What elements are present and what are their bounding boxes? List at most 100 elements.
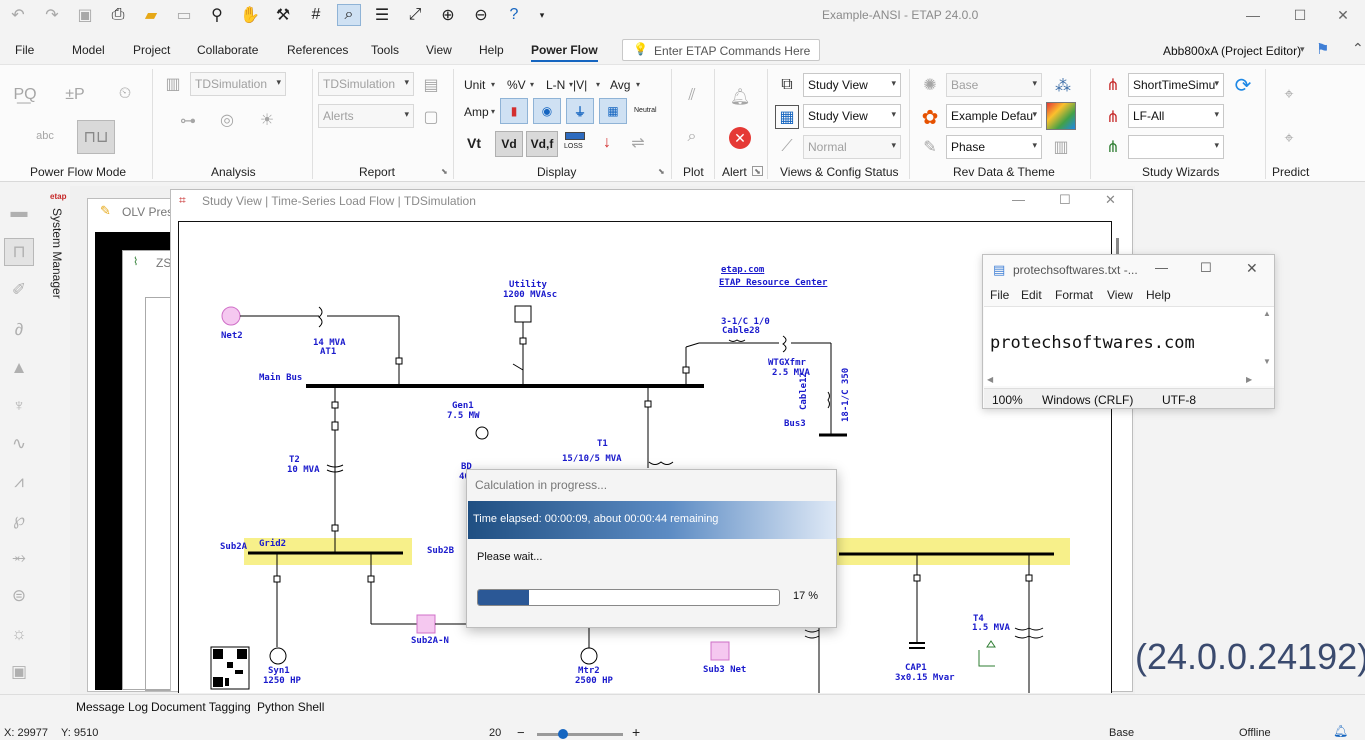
sub2a-n-label[interactable]: Sub2A-N xyxy=(411,636,449,646)
ribbon-collapse-icon[interactable]: ⌃ xyxy=(1352,40,1364,56)
t1-label[interactable]: T1 xyxy=(597,439,608,449)
rev-data-icon[interactable]: ✺ xyxy=(923,77,937,94)
notepad-menu-view[interactable]: View xyxy=(1107,288,1133,302)
dock-renewable-icon[interactable]: ☼ xyxy=(11,624,27,643)
notepad-menu-format[interactable]: Format xyxy=(1055,288,1094,302)
theme-combo[interactable]: Example Defau▾ xyxy=(946,104,1042,128)
tab-document-tagging[interactable]: Document Tagging xyxy=(151,700,251,714)
t1-mva-label[interactable]: 15/10/5 MVA xyxy=(562,454,622,464)
notepad-menu-edit[interactable]: Edit xyxy=(1021,288,1042,302)
theme-pencil-icon[interactable]: ✎ xyxy=(923,139,937,156)
report-manager-icon[interactable]: ▤ xyxy=(423,77,439,94)
display-ln[interactable]: L-N xyxy=(546,78,566,92)
study-view-combo-2[interactable]: Study View▾ xyxy=(803,104,901,128)
display-neutral[interactable]: Neutral xyxy=(634,107,657,114)
open-folder-icon[interactable]: ▭ xyxy=(176,7,192,24)
refresh-icon[interactable]: ⟳ xyxy=(1234,74,1252,97)
analysis-network-icon[interactable]: ⊶ xyxy=(180,113,196,130)
flow-arrow-icon[interactable]: ↓ xyxy=(603,134,611,151)
analysis-study-case-combo[interactable]: TDSimulation▾ xyxy=(190,72,286,96)
display-dialog-launcher-icon[interactable]: ⬊ xyxy=(658,167,665,176)
display-lines-icon[interactable]: ⇌ xyxy=(631,135,645,152)
revision-base-combo[interactable]: Base▾ xyxy=(946,73,1042,97)
display-percent-v[interactable]: %V xyxy=(507,78,526,92)
syn1-hp-label[interactable]: 1250 HP xyxy=(263,676,301,686)
zoom-select-icon[interactable]: ⌕ xyxy=(337,4,361,26)
cable12-label[interactable]: Cable12 xyxy=(799,372,809,410)
sv-minimize-button[interactable]: — xyxy=(1012,192,1025,207)
report-alerts-combo[interactable]: Alerts▾ xyxy=(318,104,414,128)
zoom-slider-thumb[interactable] xyxy=(557,729,568,739)
pan-hand-icon[interactable]: ✋ xyxy=(240,7,260,24)
notepad-editor[interactable]: protechsoftwares.com ▲ ▼ ◀ ▶ xyxy=(984,306,1274,386)
new-folder-icon[interactable]: ▰ xyxy=(144,7,158,24)
gen1-label[interactable]: Gen1 xyxy=(452,401,474,411)
sv-scrollbar-thumb[interactable] xyxy=(1116,238,1119,258)
save-icon[interactable]: ▣ xyxy=(77,7,93,24)
help-cursor-icon[interactable]: ? xyxy=(509,6,519,23)
utility-mvasc-label[interactable]: 1200 MVAsc xyxy=(503,290,558,300)
analysis-run-icon[interactable]: ◎ xyxy=(220,112,234,129)
sub2b-label[interactable]: Sub2B xyxy=(427,546,455,556)
mtr2-label[interactable]: Mtr2 xyxy=(578,666,600,676)
display-unit[interactable]: Unit xyxy=(464,78,486,92)
wizard-tree-icon[interactable]: ⋔ xyxy=(1106,109,1120,126)
menu-collaborate[interactable]: Collaborate xyxy=(197,43,259,57)
calculation-progress-dialog[interactable]: Calculation in progress... Time elapsed:… xyxy=(466,469,837,628)
report-study-case-combo[interactable]: TDSimulation▾ xyxy=(318,72,414,96)
display-vt[interactable]: Vt xyxy=(467,135,481,151)
grid2-label[interactable]: Grid2 xyxy=(259,539,287,549)
menu-file[interactable]: File xyxy=(15,43,35,57)
zoom-in-button[interactable]: + xyxy=(632,724,641,740)
lf-wizard-combo[interactable]: LF-All▾ xyxy=(1128,104,1224,128)
plus-p-icon[interactable]: ±P xyxy=(65,86,85,103)
bus3-label[interactable]: Bus3 xyxy=(784,419,806,429)
cap1-label[interactable]: CAP1 xyxy=(905,663,927,673)
phase-columns-icon[interactable]: ▥ xyxy=(1053,139,1069,156)
display-abs-v-dropdown-icon[interactable]: ▾ xyxy=(596,80,601,89)
sub3-net-label[interactable]: Sub3 Net xyxy=(703,665,747,675)
predict-settings-icon[interactable]: ⌖ xyxy=(1284,130,1294,147)
user-role-label[interactable]: Abb800xA (Project Editor) xyxy=(1163,44,1302,58)
notepad-menu-file[interactable]: File xyxy=(990,288,1010,302)
dock-controller-icon[interactable]: ▣ xyxy=(10,662,28,681)
notepad-scroll-down-icon[interactable]: ▼ xyxy=(1263,357,1271,366)
sv-close-button[interactable]: ✕ xyxy=(1105,192,1116,207)
menu-references[interactable]: References xyxy=(287,43,349,57)
alert-bell-icon[interactable]: 🔔︎ xyxy=(729,89,751,106)
menu-project[interactable]: Project xyxy=(133,43,171,57)
dock-relay-icon[interactable]: ∂ xyxy=(14,320,24,339)
etap-resource-center-link[interactable]: ETAP Resource Center xyxy=(719,278,828,288)
tab-message-log[interactable]: Message Log xyxy=(76,700,149,714)
display-source-button[interactable]: ◉ xyxy=(533,98,561,124)
pq-icon[interactable]: P͟Q xyxy=(13,86,37,103)
dock-pen-icon[interactable]: ✐ xyxy=(11,280,27,299)
t4-label[interactable]: T4 xyxy=(973,614,984,624)
dock-cable-icon[interactable]: ⊜ xyxy=(11,586,27,605)
display-vd-button[interactable]: Vd xyxy=(495,131,523,157)
net2-label[interactable]: Net2 xyxy=(221,331,243,341)
close-button[interactable]: ✕ xyxy=(1337,7,1349,23)
cable28-size-label[interactable]: 3-1/C 1/0 xyxy=(721,317,770,327)
wizard-tree-red-icon[interactable]: ⋔ xyxy=(1106,77,1120,94)
plot-chart-icon[interactable]: ⫽ xyxy=(688,87,696,104)
bd-label[interactable]: BD xyxy=(461,462,472,472)
study-view-icon[interactable]: ⧉ xyxy=(781,76,793,93)
menu-tools[interactable]: Tools xyxy=(371,43,400,57)
syn1-label[interactable]: Syn1 xyxy=(268,666,290,676)
etap-com-link[interactable]: etap.com xyxy=(721,265,765,275)
redo-icon[interactable]: ↷ xyxy=(45,7,59,24)
display-loss[interactable]: LOSS xyxy=(564,143,583,150)
display-vdf-button[interactable]: Vd,f xyxy=(526,131,558,157)
menu-power-flow[interactable]: Power Flow xyxy=(531,43,598,62)
utility-label[interactable]: Utility xyxy=(509,280,547,290)
user-dropdown-icon[interactable]: ▾ xyxy=(1300,44,1305,54)
display-ground-button[interactable]: ⏚ xyxy=(566,98,594,124)
cable28-label[interactable]: Cable28 xyxy=(722,326,760,336)
system-manager-tab[interactable]: etap System Manager xyxy=(46,190,68,310)
cable12-size-label[interactable]: 18-1/C 350 xyxy=(841,367,851,422)
at1-mva-label[interactable]: 14 MVA xyxy=(313,338,346,348)
rev-options-icon[interactable]: ⁂ xyxy=(1055,78,1071,95)
wtgxfmr-label[interactable]: WTGXfmr xyxy=(768,358,806,368)
sub2a-label[interactable]: Sub2A xyxy=(220,542,248,552)
